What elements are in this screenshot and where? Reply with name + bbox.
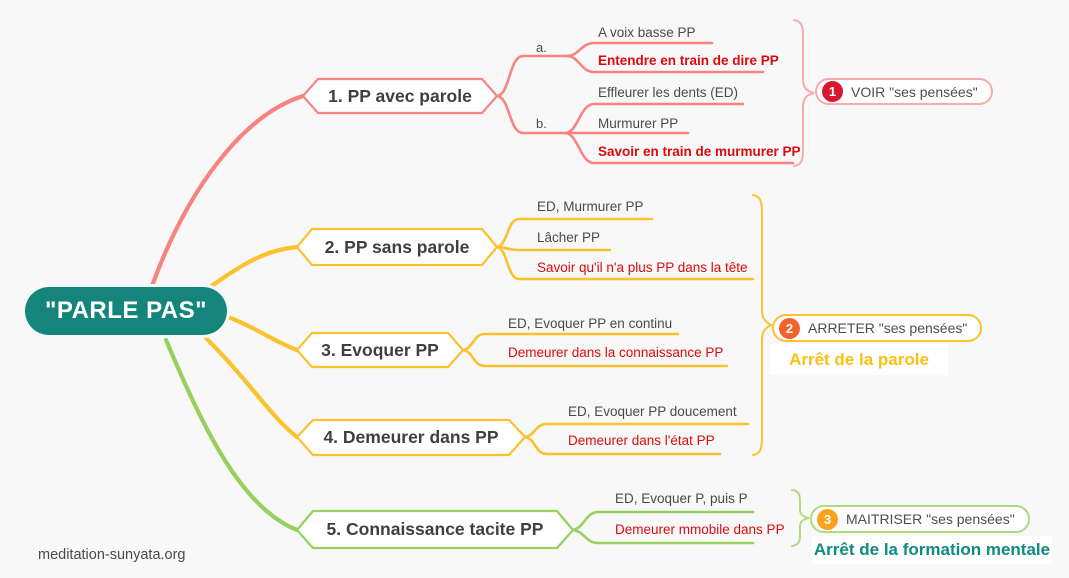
branch-4-curve: [203, 335, 300, 440]
callout-voir: 1 VOIR "ses pensées": [815, 78, 993, 105]
leaf-connector: [495, 94, 567, 135]
leaf-connector: [495, 54, 569, 98]
callout-arreter: 2 ARRETER "ses pensées": [772, 314, 983, 342]
leaf-label: ED, Evoquer P, puis P: [615, 491, 748, 506]
leaf-label: A voix basse PP: [598, 25, 696, 40]
callout-maitriser: 3 MAITRISER "ses pensées": [810, 505, 1030, 533]
topic-5-label: 5. Connaissance tacite PP: [326, 519, 544, 539]
leaf-connector: [495, 245, 755, 281]
leaf-label: Demeurer dans la connaissance PP: [508, 345, 724, 360]
callout-2-text: ARRETER "ses pensées": [808, 320, 968, 336]
leaf-label: ED, Evoquer PP doucement: [568, 404, 737, 419]
group-label-b: b.: [536, 116, 547, 131]
leaf-connector: [495, 245, 612, 252]
brace-voir: [793, 19, 815, 167]
branch-3-curve: [225, 314, 300, 353]
callout-1-badge: 1: [822, 81, 843, 102]
leaf-connector: [461, 348, 729, 368]
leaf-connector: [495, 217, 654, 249]
topic-2-label: 2. PP sans parole: [324, 236, 470, 257]
callout-3-text: MAITRISER "ses pensées": [846, 511, 1015, 527]
leaf-connector: [571, 528, 755, 545]
root-topic: "PARLE PAS": [22, 284, 230, 338]
leaf-label: Murmurer PP: [598, 116, 679, 131]
caption-arret-formation: Arrêt de la formation mentale: [812, 536, 1052, 564]
branch-5-curve: [163, 337, 300, 533]
branch-2-curve: [207, 244, 300, 290]
topic-3-label: 3. Evoquer PP: [321, 339, 439, 360]
topic-node-5: [295, 509, 575, 550]
topic-node-1: [301, 77, 499, 115]
leaf-connector: [563, 131, 795, 165]
brace-arreter: [752, 194, 774, 456]
brace-maitriser: [791, 489, 812, 547]
leaf-connector: [565, 54, 765, 74]
leaf-label: ED, Murmurer PP: [537, 199, 644, 214]
site-watermark: meditation-sunyata.org: [38, 547, 186, 563]
topic-4-label: 4. Demeurer dans PP: [323, 427, 499, 447]
leaf-label: Demeurer mmobile dans PP: [615, 522, 785, 537]
callout-1-text: VOIR "ses pensées": [851, 83, 978, 100]
topic-node-4: [295, 418, 527, 457]
leaf-label: Effleurer les dents (ED): [598, 85, 739, 100]
group-label-a: a.: [536, 40, 547, 55]
leaf-connector: [523, 422, 750, 439]
leaf-label: Lâcher PP: [537, 230, 601, 245]
leaf-label: Savoir qu'il n'a plus PP dans la tête: [537, 260, 748, 275]
branch-1-curve: [149, 93, 306, 289]
leaf-label: Entendre en train de dire PP: [598, 53, 779, 68]
leaf-label: Demeurer dans l'état PP: [568, 433, 715, 448]
root-topic-label: "PARLE PAS": [44, 297, 208, 324]
topic-1-label: 1. PP avec parole: [328, 85, 472, 106]
leaf-label: ED, Evoquer PP en continu: [508, 316, 673, 331]
callout-3-badge: 3: [817, 508, 838, 530]
topic-node-3: [295, 331, 465, 369]
callout-2-badge: 2: [779, 317, 800, 339]
leaf-connector: [571, 510, 755, 532]
leaf-connector: [523, 435, 722, 456]
topic-node-2: [295, 227, 499, 267]
caption-arret-parole: Arrêt de la parole: [770, 344, 948, 375]
leaf-label: Savoir en train de murmurer PP: [598, 144, 801, 159]
leaf-connector: [461, 332, 680, 352]
